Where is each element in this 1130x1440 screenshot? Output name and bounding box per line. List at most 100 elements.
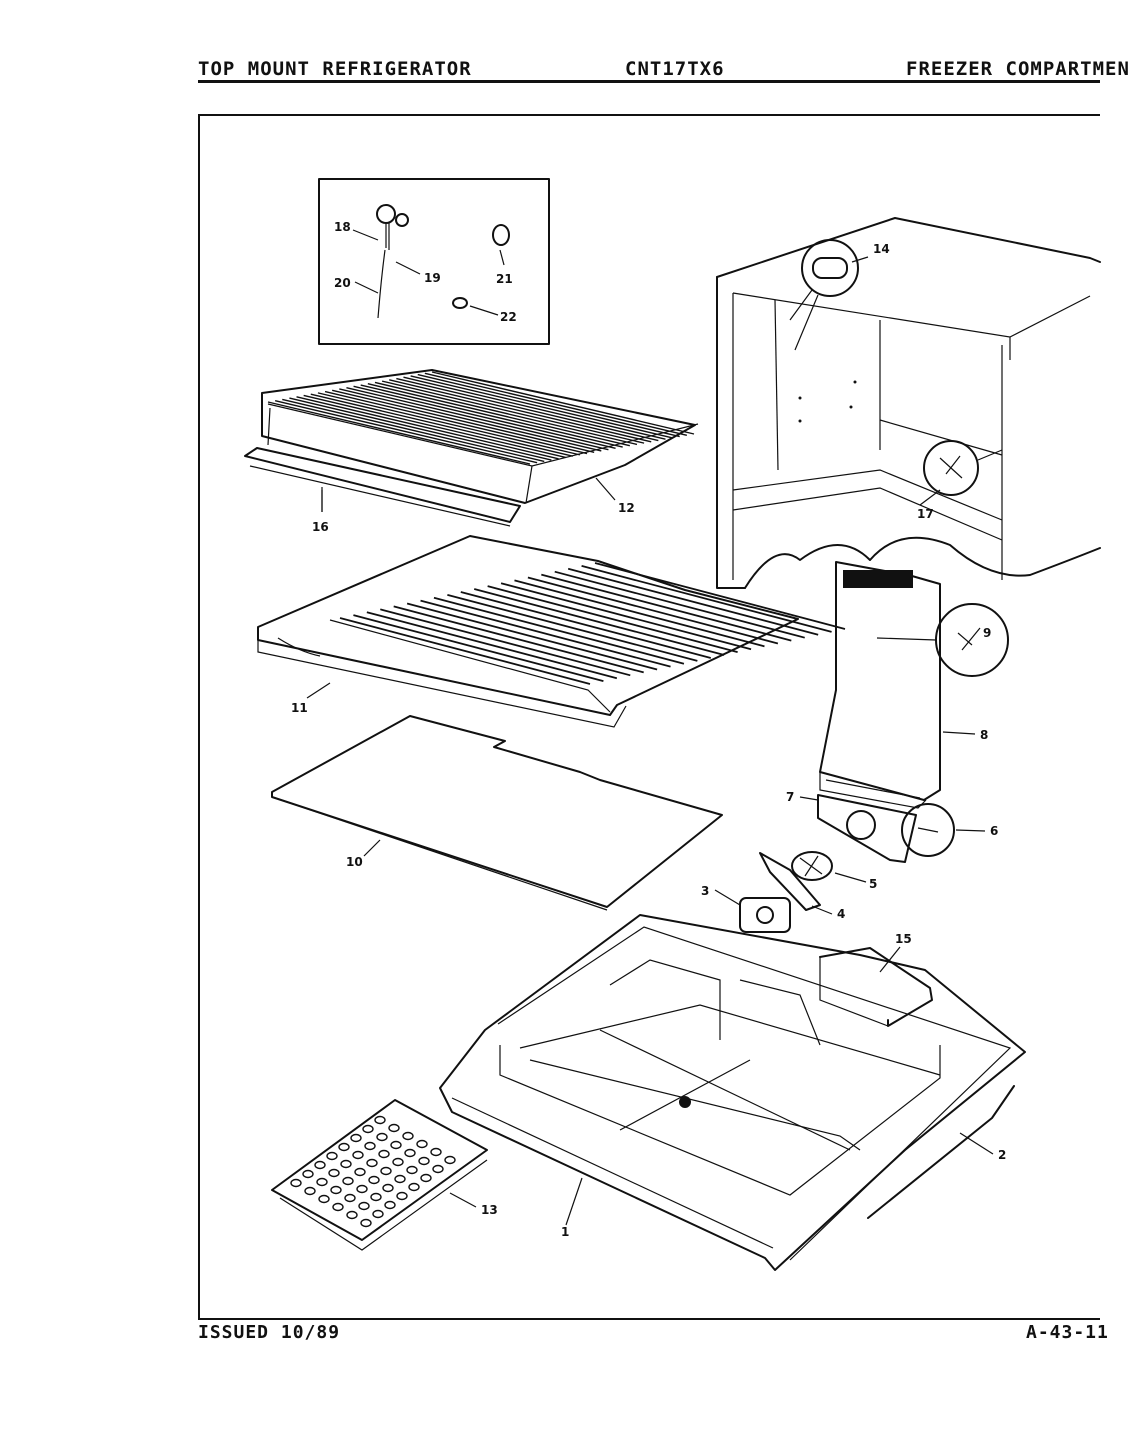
evaporator-rib	[393, 605, 644, 674]
ice-tray-cell	[392, 1157, 404, 1167]
shelf-wire	[410, 375, 673, 439]
ice-tray-cell	[354, 1167, 366, 1177]
shelf-wire	[367, 383, 630, 447]
shelf-wire	[324, 390, 588, 455]
callout-18: 18	[334, 220, 351, 234]
ice-tray-cell	[350, 1133, 362, 1143]
ice-tray-cell	[374, 1115, 386, 1125]
page-code: A-43-11	[1026, 1322, 1109, 1343]
callout-20: 20	[334, 276, 351, 290]
ice-tray-cell	[326, 1151, 338, 1161]
ice-tray-cell	[314, 1160, 326, 1170]
callout-15: 15	[895, 932, 912, 946]
ice-tray-cell	[380, 1166, 392, 1176]
callout-16: 16	[312, 520, 329, 534]
evaporator-rib	[420, 599, 671, 668]
callout-1: 1	[561, 1225, 569, 1239]
ice-tray-cell	[346, 1210, 358, 1220]
ice-tray-cell	[408, 1182, 420, 1192]
ice-tray-cell	[416, 1139, 428, 1149]
shelf-wire	[417, 373, 680, 438]
ice-tray-cell	[382, 1183, 394, 1193]
ice-tray-cell	[362, 1124, 374, 1134]
shelf-wire	[317, 392, 581, 456]
ice-tray-cell	[364, 1141, 376, 1151]
ice-tray-cell	[444, 1155, 456, 1165]
shelf-wire	[403, 376, 666, 440]
evaporator-rib	[473, 588, 725, 656]
evaporator-rib	[353, 614, 604, 682]
ice-tray-cell	[332, 1202, 344, 1212]
shelf-trim-strip	[244, 447, 521, 527]
shelf-wire	[381, 380, 645, 444]
ice-tray-cell	[302, 1169, 314, 1179]
ice-tray-cell	[396, 1191, 408, 1201]
callout-2: 2	[998, 1148, 1006, 1162]
shelf-wire	[339, 388, 602, 452]
ice-tray-cell	[290, 1178, 302, 1188]
ice-tray-cell	[358, 1201, 370, 1211]
ice-tray-cell	[360, 1218, 372, 1228]
callout-11: 11	[291, 701, 308, 715]
evaporator-rib	[500, 582, 752, 651]
callout-7: 7	[786, 790, 794, 804]
ice-tray-cell	[366, 1158, 378, 1168]
ice-tray-cell	[384, 1200, 396, 1210]
ice-tray-cell	[342, 1176, 354, 1186]
freezer-cabinet	[716, 217, 1101, 589]
ice-tray-cell	[406, 1165, 418, 1175]
shelf-wire	[360, 384, 623, 448]
ice-tray-cell	[352, 1150, 364, 1160]
ice-tray-cell	[368, 1175, 380, 1185]
evaporator-rib	[487, 585, 738, 654]
evaporator-rib	[527, 576, 779, 645]
shelf-wire	[346, 386, 609, 451]
air-duct	[819, 561, 1009, 809]
ice-tray-cell	[370, 1192, 382, 1202]
ice-tray-cell	[330, 1185, 342, 1195]
shelf-wire	[267, 401, 531, 465]
ice-tray-cell	[394, 1174, 406, 1184]
evaporator-rib	[433, 596, 685, 665]
ice-tray-cell	[388, 1123, 400, 1133]
evaporator-rib	[594, 562, 846, 630]
shelf-wire	[389, 379, 652, 443]
callout-19: 19	[424, 271, 441, 285]
fan-assembly	[739, 794, 955, 933]
insulation-pad	[271, 715, 723, 911]
callout-22: 22	[500, 310, 517, 324]
evaporator-rib	[380, 608, 631, 677]
callout-14: 14	[873, 242, 890, 256]
ice-tray-cell	[376, 1132, 388, 1142]
ice-tray-cell	[328, 1168, 340, 1178]
callout-6: 6	[990, 824, 998, 838]
ice-tray-cell	[402, 1131, 414, 1141]
hardware-inset	[318, 178, 550, 345]
shelf-wire	[282, 398, 545, 463]
callout-8: 8	[980, 728, 988, 742]
header-rule	[198, 80, 1100, 83]
exploded-parts-diagram: 18 19 20 21 22 14 12 16 17 9 11 8 7 6 10…	[244, 178, 1101, 1271]
shelf-wire	[353, 385, 616, 450]
callout-labels: 18 19 20 21 22 14 12 16 17 9 11 8 7 6 10…	[291, 220, 1006, 1239]
ice-tray-cell	[418, 1156, 430, 1166]
callout-13: 13	[481, 1203, 498, 1217]
issued-date: ISSUED 10/89	[198, 1322, 341, 1343]
shelf-wire	[431, 371, 695, 435]
evaporator-rib	[339, 617, 591, 685]
callout-12: 12	[618, 501, 635, 515]
evaporator-rib	[514, 579, 765, 648]
header-title: TOP MOUNT REFRIGERATOR	[198, 58, 472, 80]
shelf-wire	[424, 372, 688, 436]
shelf-wire	[303, 394, 566, 459]
ice-tray-cell	[432, 1164, 444, 1174]
shelf-wire	[332, 389, 595, 453]
diagram-frame	[198, 114, 1100, 1320]
leader-lines	[306, 256, 994, 1226]
callout-4: 4	[837, 907, 845, 921]
shelf-wire	[310, 393, 573, 457]
ice-tray-cell	[430, 1147, 442, 1157]
header-section: FREEZER COMPARTMEN	[906, 58, 1130, 80]
shelf-wire	[274, 400, 538, 464]
wire-shelf	[261, 369, 699, 504]
